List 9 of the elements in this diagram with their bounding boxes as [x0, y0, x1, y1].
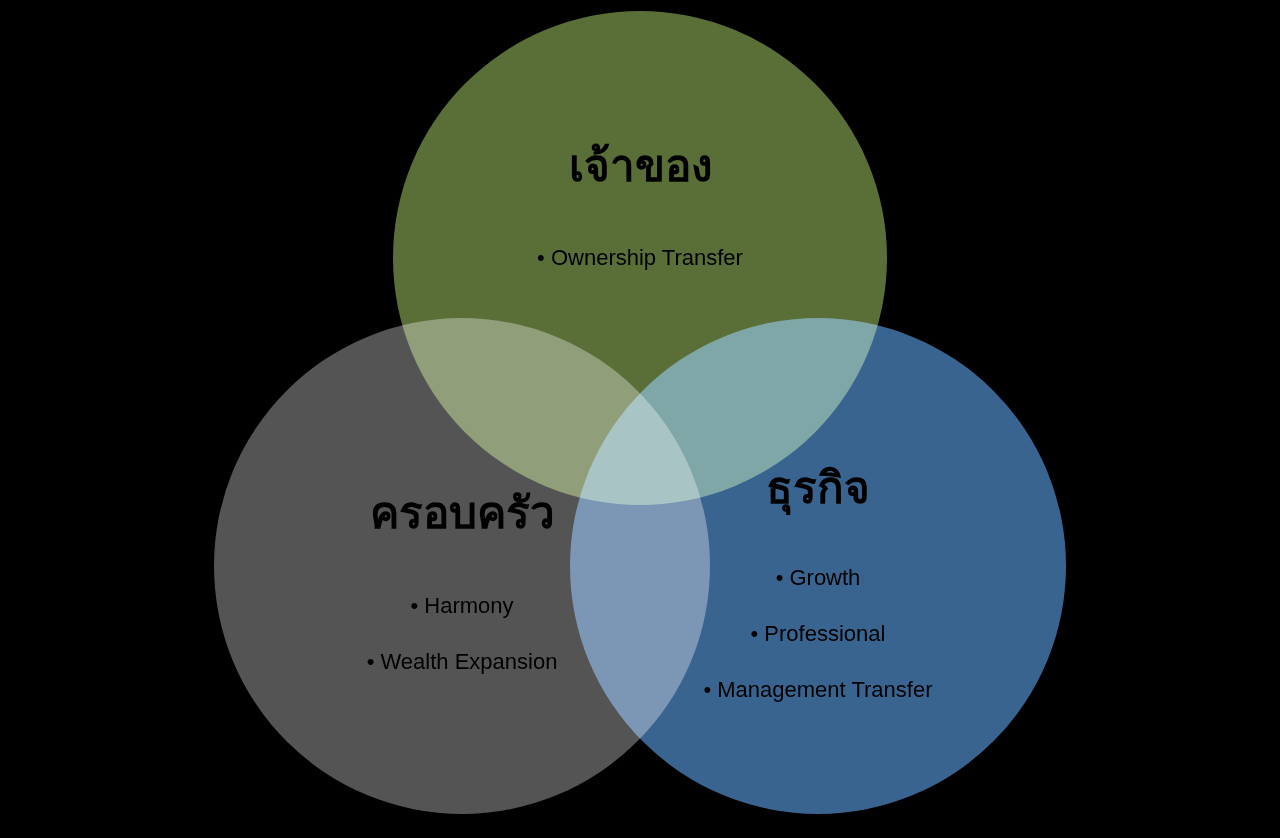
bullet-item: • Harmony [410, 593, 514, 619]
bullet-item: • Growth [775, 565, 861, 591]
bullet-item: • Wealth Expansion [366, 649, 558, 675]
bullet-item: • Professional [750, 621, 886, 647]
circle-heading: ครอบครัว [369, 486, 555, 540]
bullet-item: • Management Transfer [703, 677, 933, 703]
circle-heading: เจ้าของ [568, 139, 712, 193]
bullet-item: • Ownership Transfer [537, 245, 743, 271]
circle-heading: ธุรกิจ [766, 461, 870, 517]
